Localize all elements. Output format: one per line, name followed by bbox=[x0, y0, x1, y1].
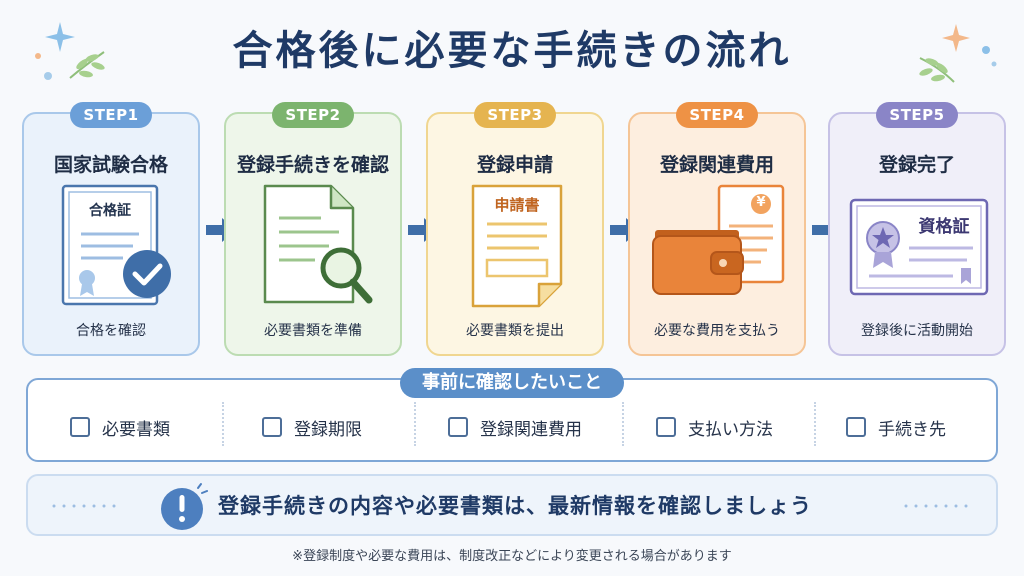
checkbox[interactable] bbox=[846, 417, 866, 437]
certificate-label: 合格証 bbox=[89, 203, 131, 219]
step-caption-2: 必要書類を準備 bbox=[264, 323, 362, 339]
step-badge-2: STEP2 bbox=[272, 102, 354, 128]
step-badge-1: STEP1 bbox=[70, 102, 152, 128]
step-title-3: 登録申請 bbox=[476, 154, 553, 176]
checklist-item-1[interactable]: 必要書類 bbox=[70, 414, 170, 440]
process-steps: STEP1 国家試験合格 合格証 合格を確認 STEP2 登録手続きを確認 bbox=[22, 100, 1006, 358]
exclamation-icon bbox=[161, 483, 208, 530]
checkbox[interactable] bbox=[656, 417, 676, 437]
checklist-item-label: 支払い方法 bbox=[688, 419, 773, 440]
checklist-item-3[interactable]: 登録関連費用 bbox=[448, 414, 582, 440]
application-form-label: 申請書 bbox=[494, 196, 540, 214]
checklist-item-5[interactable]: 手続き先 bbox=[846, 414, 946, 440]
checkbox[interactable] bbox=[262, 417, 282, 437]
step-title-4: 登録関連費用 bbox=[659, 154, 774, 176]
checkbox[interactable] bbox=[448, 417, 468, 437]
wallet-receipt-icon: ¥ bbox=[649, 182, 789, 312]
application-form-icon: 申請書 bbox=[447, 182, 587, 312]
divider bbox=[622, 402, 624, 446]
checklist-title: 事前に確認したいこと bbox=[400, 368, 624, 398]
step-card-2: STEP2 登録手続きを確認 必要書類を準備 bbox=[224, 102, 402, 356]
dotted-line-decoration bbox=[904, 504, 968, 508]
checklist-item-4[interactable]: 支払い方法 bbox=[656, 414, 773, 440]
page-title: 合格後に必要な手続きの流れ bbox=[232, 28, 792, 74]
checklist-item-2[interactable]: 登録期限 bbox=[262, 414, 362, 440]
checklist-item-label: 登録期限 bbox=[294, 419, 362, 440]
step-caption-3: 必要書類を提出 bbox=[466, 323, 564, 339]
certificate-check-icon: 合格証 bbox=[43, 182, 183, 312]
checklist-item-label: 必要書類 bbox=[102, 419, 170, 440]
checklist-panel: 事前に確認したいこと 必要書類 登録期限 登録関連費用 支払い方法 手続き先 bbox=[26, 368, 998, 462]
step-badge-5: STEP5 bbox=[876, 102, 958, 128]
sparkle-leaf-decoration-left bbox=[35, 22, 105, 80]
step-caption-4: 必要な費用を支払う bbox=[654, 323, 780, 339]
notice-banner: 登録手続きの内容や必要書類は、最新情報を確認しましょう bbox=[26, 474, 998, 536]
sparkle-leaf-decoration-right bbox=[919, 24, 997, 83]
step-caption-1: 合格を確認 bbox=[76, 323, 146, 339]
license-card-icon: 資格証 bbox=[849, 182, 989, 312]
document-search-icon bbox=[245, 182, 385, 312]
notice-text: 登録手続きの内容や必要書類は、最新情報を確認しましょう bbox=[218, 494, 812, 518]
step-badge-4: STEP4 bbox=[676, 102, 758, 128]
step-badge-3: STEP3 bbox=[474, 102, 556, 128]
checklist-item-label: 登録関連費用 bbox=[480, 419, 582, 440]
step-caption-5: 登録後に活動開始 bbox=[861, 323, 973, 339]
divider bbox=[222, 402, 224, 446]
step-card-3: STEP3 登録申請 申請書 必要書類を提出 bbox=[426, 102, 604, 356]
step-title-2: 登録手続きを確認 bbox=[236, 154, 389, 176]
yen-symbol: ¥ bbox=[756, 195, 766, 210]
dotted-line-decoration bbox=[52, 504, 116, 508]
checklist-item-label: 手続き先 bbox=[878, 419, 946, 440]
step-title-5: 登録完了 bbox=[878, 154, 955, 176]
step-card-4: STEP4 登録関連費用 ¥ 必要な費用を支払う bbox=[628, 102, 806, 356]
step-card-5: STEP5 登録完了 資格証 登録後に活動開始 bbox=[828, 102, 1006, 356]
license-label: 資格証 bbox=[918, 217, 970, 237]
divider bbox=[414, 402, 416, 446]
footnote: ※登録制度や必要な費用は、制度改正などにより変更される場合があります bbox=[292, 549, 732, 564]
checkbox[interactable] bbox=[70, 417, 90, 437]
step-card-1: STEP1 国家試験合格 合格証 合格を確認 bbox=[22, 102, 200, 356]
divider bbox=[814, 402, 816, 446]
step-title-1: 国家試験合格 bbox=[53, 154, 168, 176]
